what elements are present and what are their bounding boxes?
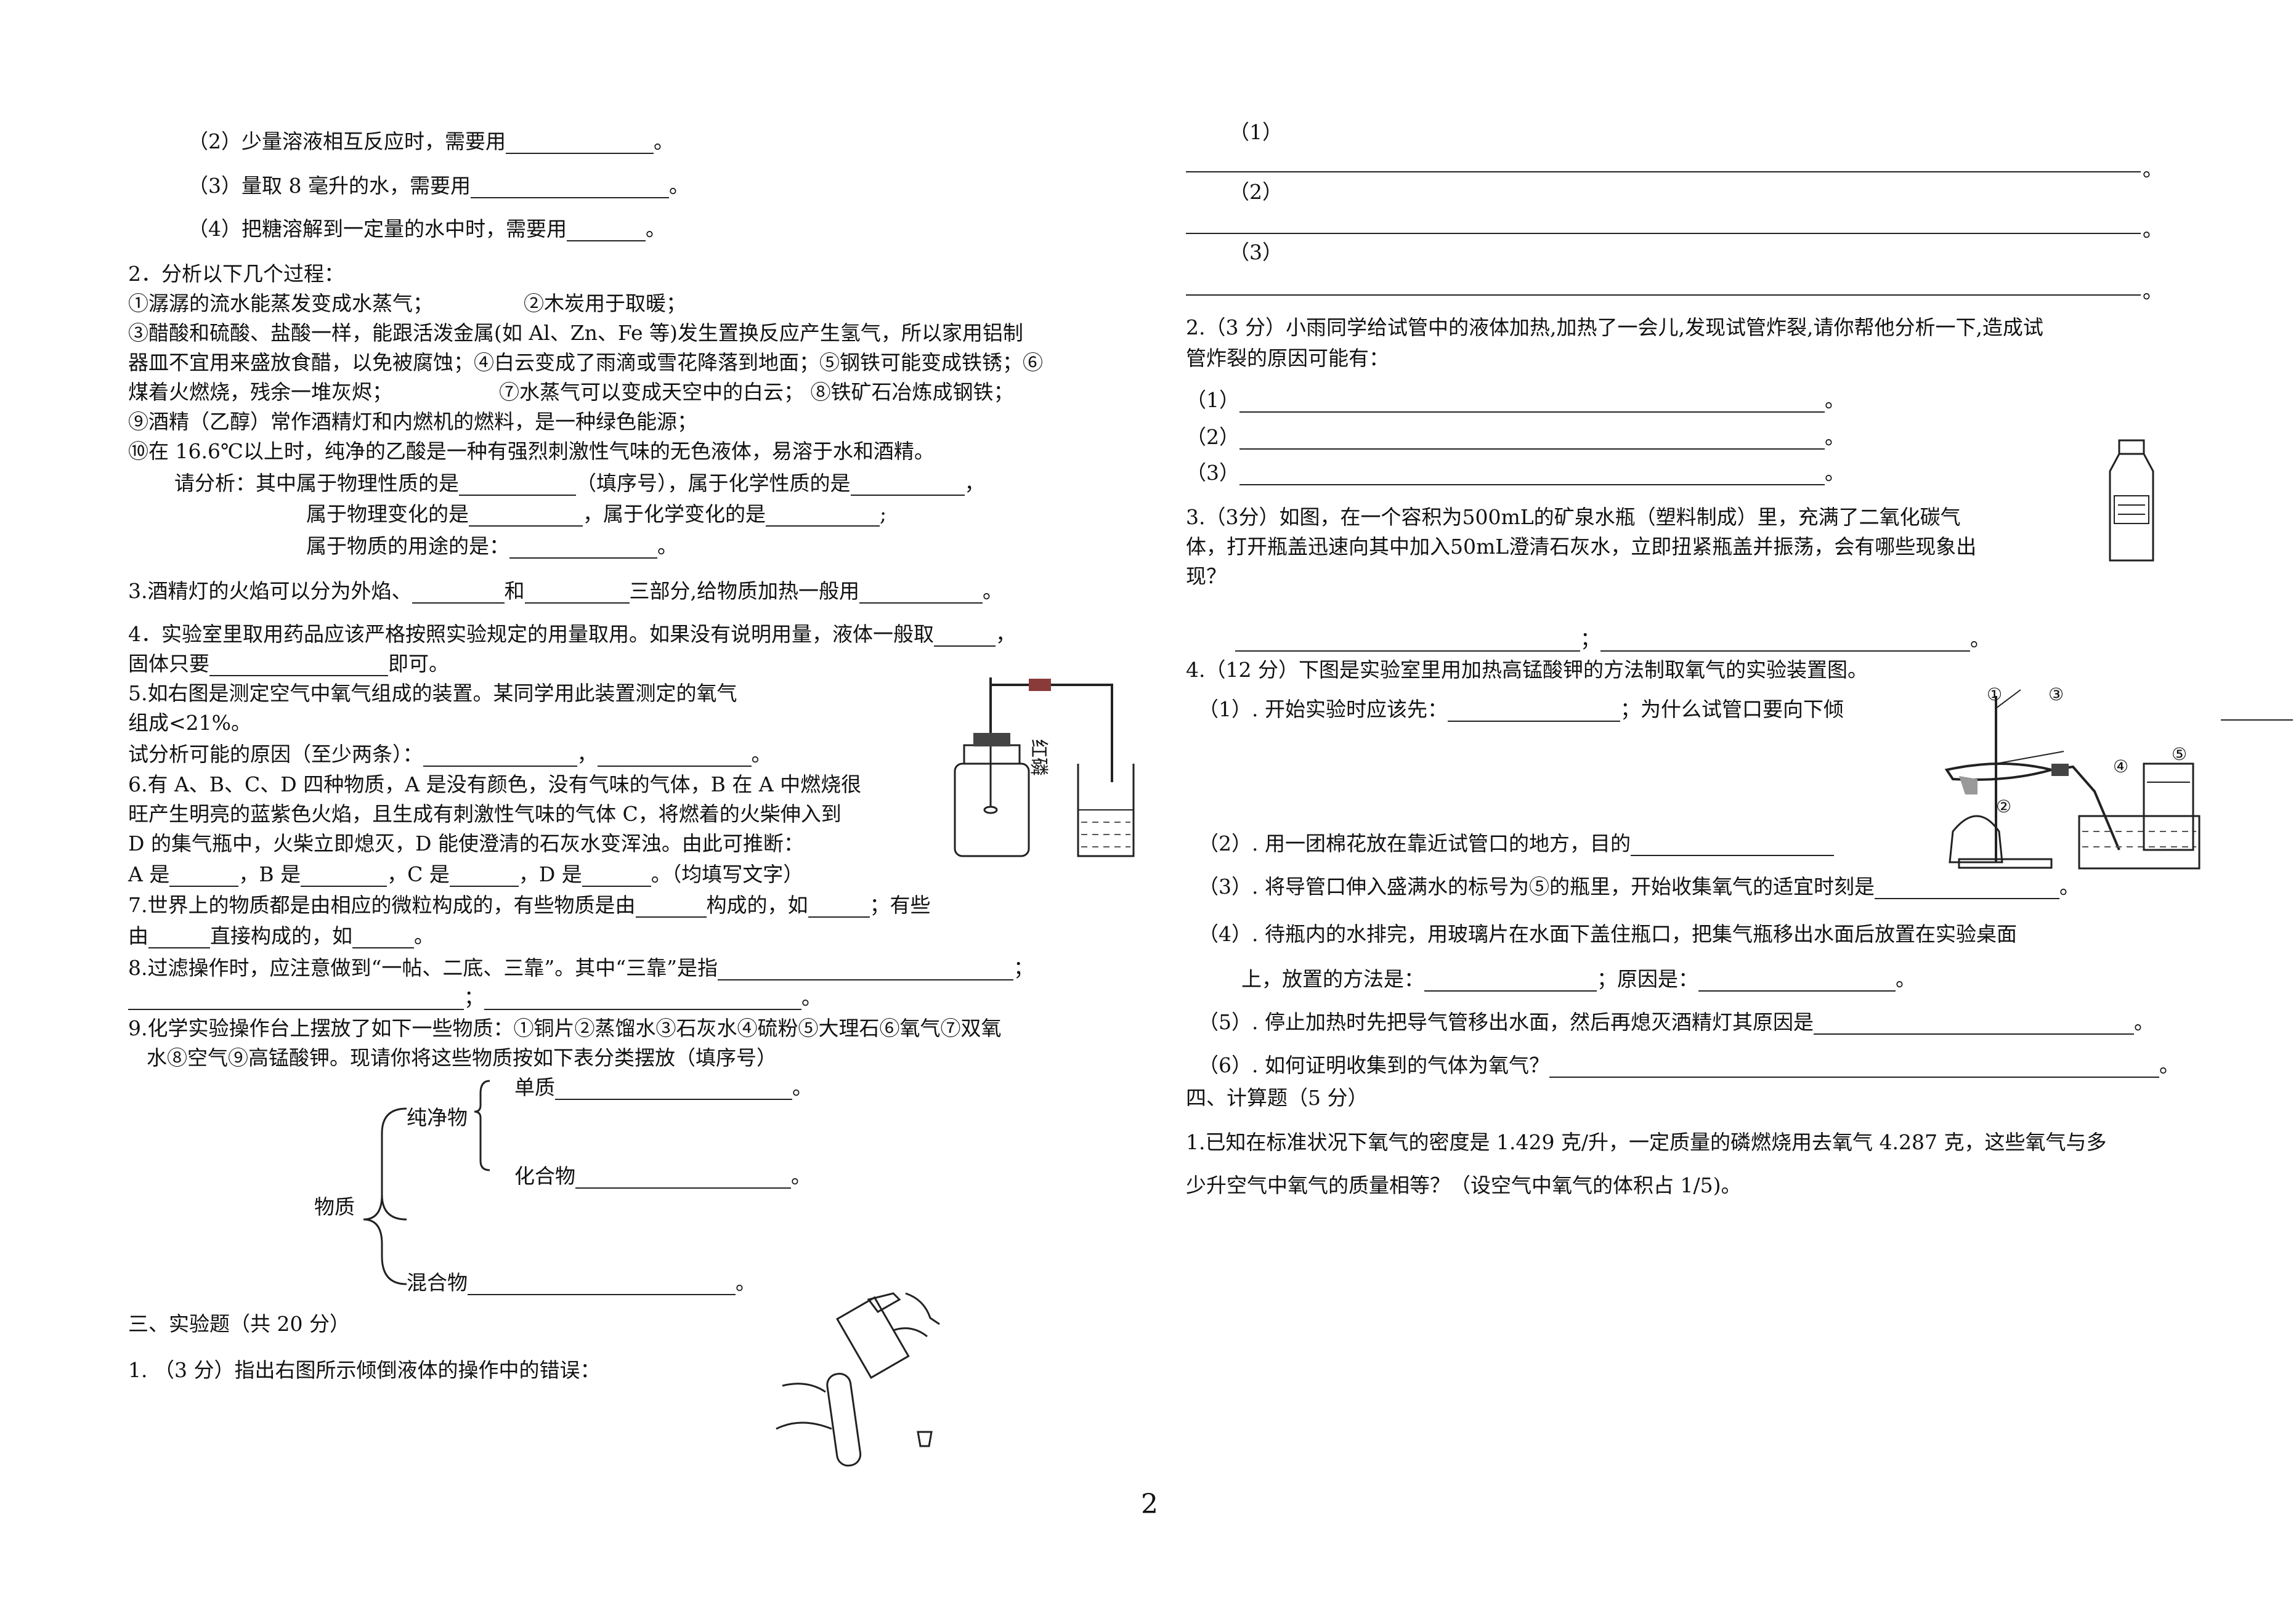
mineral-water-bottle-figure — [2109, 439, 2154, 562]
exp4-q3: （3）. 将导管口伸入盛满水的标号为⑤的瓶里，开始收集氧气的适宜时刻是。 — [1198, 875, 2080, 899]
exp4-q2: （2）. 用一团棉花放在靠近试管口的地方，目的 — [1198, 831, 1834, 856]
exp2-option-2: （2）。 — [1186, 425, 1845, 450]
exp4-q1: （1）. 开始实验时应该先：；为什么试管口要向下倾 — [1198, 697, 1844, 722]
apparatus-label-5: ⑤ — [2172, 744, 2188, 764]
q4-line-2: 固体只要即可。 — [128, 652, 449, 676]
potassium-permanganate-apparatus-figure — [1944, 689, 2201, 870]
exp-1: 1. （3 分）指出右图所示倾倒液体的操作中的错误： — [128, 1358, 601, 1382]
q1-item-2: （2）少量溶液相互反应时，需要用。 — [188, 129, 674, 154]
q2-title: 2．分析以下几个过程： — [128, 262, 344, 286]
q2-line-2: ③醋酸和硫酸、盐酸一样，能跟活泼金属(如 Al、Zn、Fe 等)发生置换反应产生… — [128, 321, 1023, 345]
exp1-answer-1-label: （1） — [1229, 120, 1283, 144]
tree-hunhewu: 混合物。 — [407, 1271, 756, 1295]
q2-line-1a: ①潺潺的流水能蒸发变成水蒸气； — [128, 291, 433, 315]
exp2-line-2: 管炸裂的原因可能有： — [1186, 346, 1389, 370]
exp2-line-1: 2.（3 分）小雨同学给试管中的液体加热,加热了一会儿,发现试管炸裂,请你帮他分… — [1186, 315, 2043, 339]
exp1-answer-2-period: 。 — [2143, 217, 2163, 241]
exp3-line-3: 现？ — [1186, 564, 1227, 588]
apparatus-label-3: ③ — [2048, 684, 2064, 705]
q6-line-3: D 的集气瓶中，火柴立即熄灭，D 能使澄清的石灰水变浑浊。由此可推断： — [128, 831, 804, 855]
q1-item-3: （3）量取 8 毫升的水，需要用。 — [188, 174, 689, 198]
q6-line-2: 旺产生明亮的蓝紫色火焰，且生成有刺激性气味的气体 C，将燃着的火柴伸入到 — [128, 802, 842, 826]
tree-braces — [363, 1080, 490, 1285]
exp3-line-1: 3.（3分）如图，在一个容积为500mL的矿泉水瓶（塑料制成）里，充满了二氧化碳… — [1186, 505, 1961, 529]
exp4-q4-line-2: 上，放置的方法是：；原因是：。 — [1241, 967, 1916, 992]
apparatus-label-4: ④ — [2113, 756, 2129, 777]
calc-1-line-2: 少升空气中氧气的质量相等？（设空气中氧气的体积占 1/5)。 — [1186, 1173, 1742, 1197]
q2-answer-2: 属于物理变化的是，属于化学变化的是; — [306, 502, 887, 527]
pouring-liquid-figure — [776, 1292, 940, 1467]
q2-line-3: 器皿不宜用来盛放食醋，以免被腐蚀；④白云变成了雨滴或雪花降落到地面；⑤钢铁可能变… — [128, 350, 1043, 374]
exp3-answer: ；。 — [1235, 627, 1990, 652]
q2-line-4b: ⑦水蒸气可以变成天空中的白云； ⑧铁矿石冶炼成钢铁； — [499, 380, 1014, 404]
apparatus-label-1: ① — [1987, 684, 2003, 705]
q6-line-4: A 是，B 是，C 是，D 是。（均填写文字） — [128, 862, 804, 887]
exp1-answer-2-line — [1186, 233, 2141, 234]
q5-line-2: 组成<21%。 — [128, 711, 251, 735]
calc-1-line-1: 1.已知在标准状况下氧气的密度是 1.429 克/升，一定质量的磷燃烧用去氧气 … — [1186, 1130, 2107, 1154]
exp1-answer-2-label: （2） — [1229, 180, 1283, 204]
tree-huahewu: 化合物。 — [514, 1164, 811, 1189]
apparatus-label-2: ② — [1996, 796, 2012, 817]
exp1-answer-1-period: 。 — [2143, 157, 2163, 181]
section-4-title: 四、计算题（5 分） — [1186, 1086, 1368, 1110]
exp2-option-1: （1）。 — [1186, 388, 1845, 413]
tree-wuzhi: 物质 — [314, 1195, 355, 1219]
q2-line-6: ⑩在 16.6℃以上时，纯净的乙酸是一种有强烈刺激性气味的无色液体，易溶于水和酒… — [128, 439, 935, 463]
exp4-q1-overflow-line — [2221, 719, 2293, 721]
exp1-answer-3-line — [1186, 294, 2141, 296]
exp4-q4-line-1: （4）. 待瓶内的水排完，用玻璃片在水面下盖住瓶口，把集气瓶移出水面后放置在实验… — [1198, 922, 2017, 946]
q5-line-3: 试分析可能的原因（至少两条）：，。 — [128, 742, 772, 767]
tree-chunjingwu: 纯净物 — [407, 1106, 468, 1130]
exp1-answer-1-line — [1186, 171, 2141, 172]
exp2-option-3: （3）。 — [1186, 461, 1845, 485]
exp3-line-2: 体，打开瓶盖迅速向其中加入50mL澄清石灰水，立即扭紧瓶盖并振荡，会有哪些现象出 — [1186, 535, 1977, 559]
q2-answer-1: 请分析：其中属于物理性质的是（填序号），属于化学性质的是， — [174, 471, 985, 496]
exp1-answer-3-period: 。 — [2143, 279, 2163, 303]
q7-line-2: 由直接构成的，如。 — [128, 924, 434, 948]
q9-line-2: 水⑧空气⑨高锰酸钾。现请你将这些物质按如下表分类摆放（填序号） — [147, 1046, 777, 1070]
q1-item-4: （4）把糖溶解到一定量的水中时，需要用。 — [188, 217, 666, 241]
q7-line-1: 7.世界上的物质都是由相应的微粒构成的，有些物质是由构成的，如；有些 — [128, 893, 931, 918]
exp4-q6: （6）. 如何证明收集到的气体为氧气？。 — [1198, 1053, 2180, 1078]
q6-line-1: 6.有 A、B、C、D 四种物质，A 是没有颜色，没有气味的气体，B 在 A 中… — [128, 772, 862, 796]
q4-line-1: 4．实验室里取用药品应该严格按照实验规定的用量取用。如果没有说明用量，液体一般取… — [128, 622, 1016, 647]
q9-line-1: 9.化学实验操作台上摆放了如下一些物质：①铜片②蒸馏水③石灰水④硫粉⑤大理石⑥氧… — [128, 1016, 1002, 1040]
q8-line-1: 8.过滤操作时，应注意做到“一帖、二底、三靠”。其中“三靠”是指； — [128, 956, 1034, 980]
exp4-q5: （5）. 停止加热时先把导气管移出水面，然后再熄灭酒精灯其原因是。 — [1198, 1010, 2154, 1035]
q3-line: 3.酒精灯的火焰可以分为外焰、和三部分,给物质加热一般用。 — [128, 579, 1003, 604]
q8-line-2: ；。 — [128, 985, 822, 1010]
red-phosphorus-label: 红磷 — [1028, 739, 1049, 776]
q5-line-1: 5.如右图是测定空气中氧气组成的装置。某同学用此装置测定的氧气 — [128, 681, 737, 705]
page-number: 2 — [1141, 1489, 1158, 1520]
q2-line-5: ⑨酒精（乙醇）常作酒精灯和内燃机的燃料，是一种绿色能源； — [128, 410, 697, 434]
section-3-title: 三、实验题（共 20 分） — [128, 1312, 350, 1336]
oxygen-measure-apparatus-figure — [954, 677, 1135, 857]
q2-line-4a: 煤着火燃烧，残余一堆灰烬； — [128, 380, 392, 404]
q2-answer-3: 属于物质的用途的是：。 — [306, 534, 678, 559]
exp4-line-1: 4.（12 分）下图是实验室里用加热高锰酸钾的方法制取氧气的实验装置图。 — [1186, 658, 1868, 682]
tree-danzhi: 单质。 — [514, 1075, 813, 1100]
q2-line-1b: ②木炭用于取暖； — [524, 291, 686, 315]
exp1-answer-3-label: （3） — [1229, 240, 1283, 264]
